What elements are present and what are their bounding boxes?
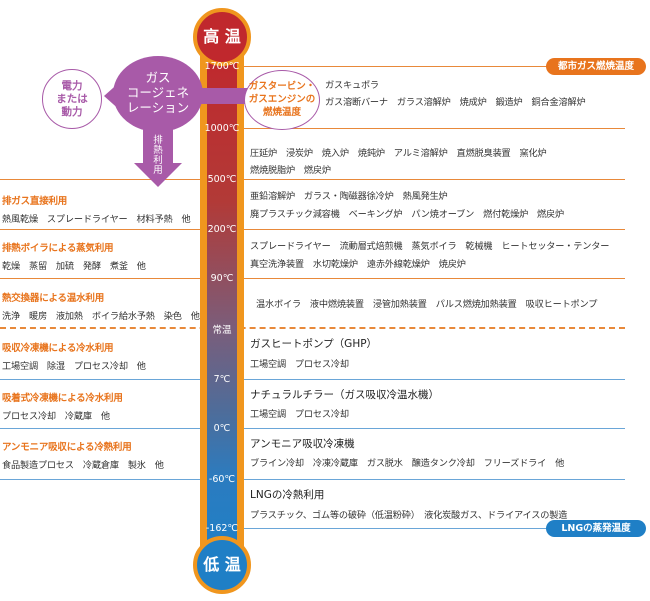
power-line-2: または: [56, 93, 88, 105]
gas-burn-temp-badge: 都市ガス燃焼温度: [546, 58, 646, 75]
temp-mark-1000: 1000℃: [204, 123, 240, 134]
category-title: 排熱ボイラによる蒸気利用: [2, 243, 114, 254]
temp-mark-500: 500℃: [207, 174, 237, 185]
furnace-line: 圧延炉 浸炭炉 焼入炉 焼鈍炉 アルミ溶解炉 直燃脱臭装置 窯化炉: [250, 148, 547, 159]
low-temp-bulb: 低 温: [193, 536, 251, 594]
category-title: 熱交換器による温水利用: [2, 293, 105, 304]
line-minus162: [222, 528, 552, 529]
line-1700: [222, 66, 562, 67]
equipment-line: 真空洗浄装置 水切乾燥炉 遠赤外線乾燥炉 焼戻炉: [250, 259, 466, 270]
high-temp-label: 高 温: [203, 27, 241, 46]
ammonia-title: アンモニア吸収冷凍機: [250, 438, 355, 450]
low-temp-label: 低 温: [203, 555, 241, 574]
furnace-line: 燃焼脱脂炉 燃戻炉: [250, 165, 331, 176]
ghp-items: 工場空調 プロセス冷却: [250, 359, 349, 370]
temp-mark-1700: 1700℃: [204, 61, 240, 72]
furnace-line: ガスキュポラ: [325, 80, 379, 91]
temp-mark-200: 200℃: [207, 224, 237, 235]
chiller-items: 工場空調 プロセス冷却: [250, 409, 349, 420]
line-minus60: [0, 479, 625, 480]
exhaust-char-2: 熱: [153, 145, 163, 156]
lng-items: プラスチック、ゴム等の破砕（低温粉砕） 液化炭酸ガス、ドライアイスの製造: [250, 510, 568, 521]
lng-title: LNGの冷熱利用: [250, 489, 325, 501]
temp-mark-room: 常温: [212, 325, 232, 336]
line-7: [0, 379, 625, 380]
high-temp-bulb: 高 温: [193, 8, 251, 66]
exhaust-heat-label: 排 熱 利 用: [146, 136, 170, 176]
furnace-line: 亜鉛溶解炉 ガラス・陶磁器徐冷炉 熱風発生炉: [250, 191, 448, 202]
category-title: アンモニア吸収による冷熱利用: [2, 442, 132, 453]
cogeneration-line-2: コージェネ: [126, 85, 190, 100]
line-1000: [222, 128, 625, 129]
chiller-title: ナチュラルチラー（ガス吸収冷温水機）: [250, 389, 439, 401]
cogeneration-line-3: レーション: [126, 100, 190, 115]
exhaust-arrowhead: [134, 163, 182, 187]
category-examples: 熱風乾燥 スプレードライヤー 材料予熱 他: [2, 214, 191, 225]
ammonia-items: ブライン冷却 冷凍冷蔵庫 ガス脱水 醸造タンク冷却 フリーズドライ 他: [250, 458, 565, 469]
exhaust-char-3: 利: [153, 155, 163, 166]
category-examples: 洗浄 暖房 液加熱 ボイラ給水予熱 染色 他: [2, 311, 200, 322]
exhaust-char-1: 排: [153, 135, 163, 146]
power-line-3: 動力: [61, 106, 83, 118]
turbine-line-1: ガスタービン・: [248, 81, 316, 92]
turbine-line-3: 燃焼温度: [262, 107, 301, 118]
ghp-title: ガスヒートポンプ（GHP）: [250, 338, 378, 350]
power-line-1: 電力: [61, 80, 83, 92]
lng-evap-temp-badge: LNGの蒸発温度: [546, 520, 646, 537]
category-examples: 工場空調 除湿 プロセス冷却 他: [2, 361, 146, 372]
temp-mark-minus60: -60℃: [208, 474, 236, 485]
category-title: 吸収冷凍機による冷水利用: [2, 343, 114, 354]
turbine-line-2: ガスエンジンの: [248, 94, 316, 105]
line-200: [0, 229, 625, 230]
turbine-bubble: ガスタービン・ ガスエンジンの 燃焼温度: [244, 70, 320, 130]
equipment-line: 温水ボイラ 液中燃焼装置 浸管加熱装置 パルス燃焼加熱装置 吸収ヒートポンプ: [256, 299, 598, 310]
power-bubble: 電力 または 動力: [42, 69, 102, 129]
temp-mark-90: 90℃: [210, 273, 234, 284]
line-0: [0, 428, 625, 429]
equipment-line: スプレードライヤー 流動層式焙煎機 蒸気ボイラ 乾械機 ヒートセッター・テンター: [250, 241, 610, 252]
cogeneration-ellipse: ガス コージェネ レーション: [113, 56, 203, 132]
category-examples: 乾燥 蒸留 加硫 発酵 煮釜 他: [2, 261, 146, 272]
line-room-temp: [0, 327, 625, 329]
category-examples: プロセス冷却 冷蔵庫 他: [2, 411, 110, 422]
category-title: 排ガス直接利用: [2, 196, 68, 207]
cogeneration-line-1: ガス: [145, 70, 171, 85]
thermometer-tube: [207, 50, 237, 555]
furnace-line: 廃プラスチック減容機 ベーキング炉 パン焼オーブン 燃付乾燥炉 燃戻炉: [250, 209, 565, 220]
temp-mark-minus162: -162℃: [205, 523, 239, 534]
category-title: 吸着式冷凍機による冷水利用: [2, 393, 123, 404]
line-90: [0, 278, 625, 279]
temp-mark-0: 0℃: [213, 423, 231, 434]
line-500: [0, 179, 625, 180]
temp-mark-7: 7℃: [213, 374, 231, 385]
exhaust-char-4: 用: [153, 165, 163, 176]
furnace-line: ガス溶断バーナ ガラス溶解炉 焼成炉 鍛造炉 銅合金溶解炉: [325, 97, 586, 108]
category-examples: 食品製造プロセス 冷蔵倉庫 製氷 他: [2, 460, 164, 471]
